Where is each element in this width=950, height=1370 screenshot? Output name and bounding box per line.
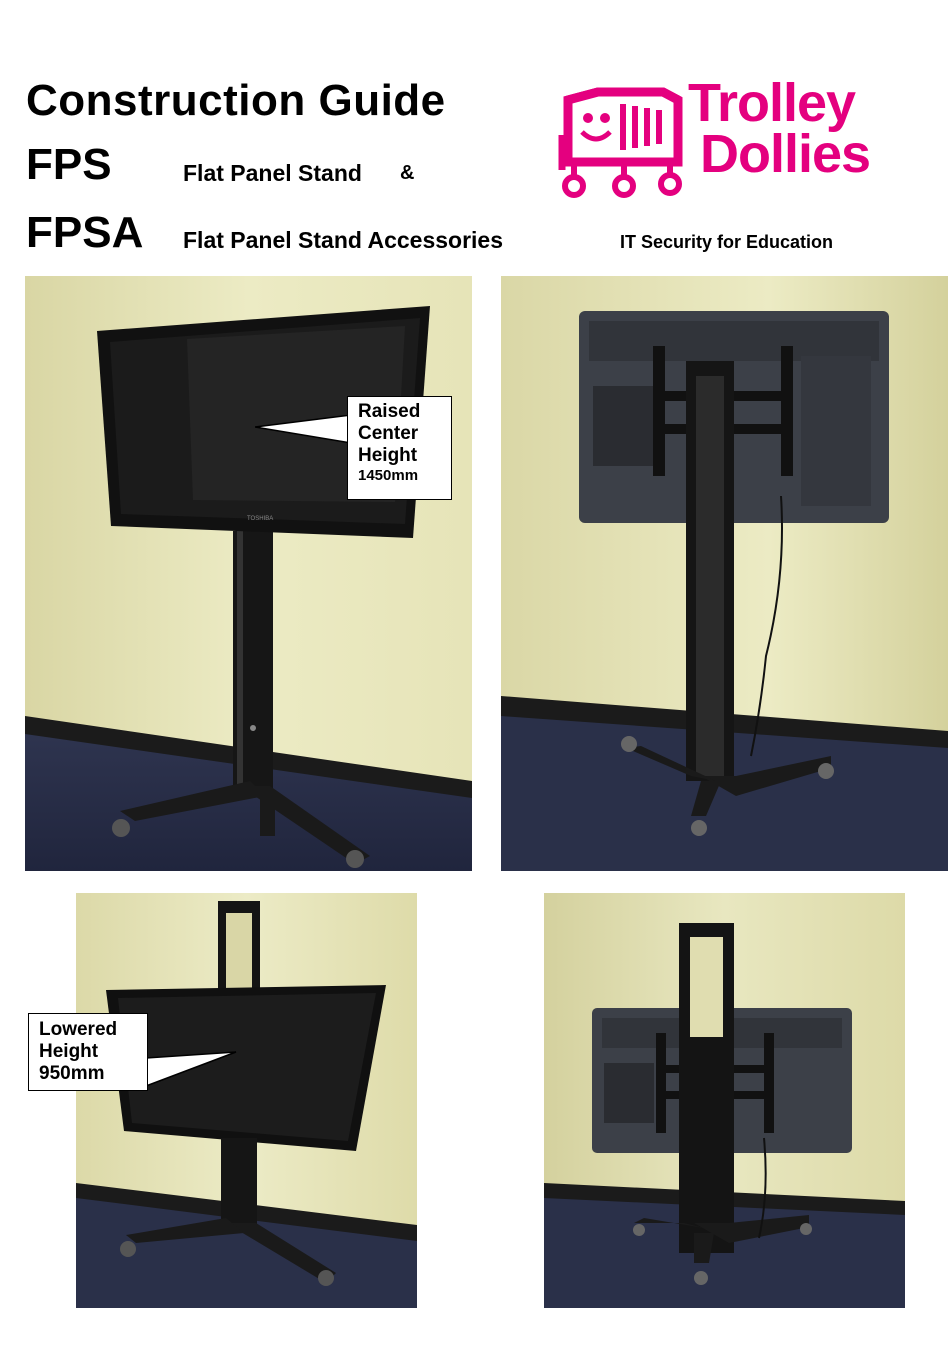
lowered-height-callout: Lowered Height 950mm (28, 1013, 148, 1091)
raised-line-3: Height (358, 444, 418, 466)
raised-line-1: Raised (358, 401, 421, 422)
logo-line-2: Dollies (700, 124, 871, 185)
fps-description: Flat Panel Stand (183, 160, 362, 186)
raised-pointer-icon (255, 415, 352, 444)
raised-value: 1450mm (358, 466, 419, 484)
logo-text: Trolley Dollies (688, 73, 871, 185)
fpsa-description: Flat Panel Stand Accessories (183, 227, 504, 253)
lowered-line-2: Height (39, 1040, 99, 1062)
fpsa-code: FPSA (26, 208, 144, 257)
rear-lowered-photo (544, 893, 905, 1308)
brand-tagline: IT Security for Education (620, 232, 834, 252)
page-title: Construction Guide (26, 76, 446, 125)
fps-code: FPS (26, 140, 112, 189)
lowered-line-1: Lowered (39, 1019, 118, 1040)
raised-line-2: Center (358, 422, 419, 444)
rear-raised-photo (501, 276, 948, 871)
ampersand: & (400, 162, 415, 184)
front-raised-photo: TOSHIBA (25, 276, 472, 871)
tv-brand-label: TOSHIBA (247, 516, 273, 522)
lowered-value: 950mm (39, 1062, 105, 1084)
front-lowered-photo (76, 893, 417, 1308)
logo-line-1: Trolley (688, 73, 856, 133)
lowered-pointer-icon (145, 1051, 237, 1088)
brand-logo (558, 80, 908, 205)
raised-height-callout: Raised Center Height 1450mm (347, 396, 452, 500)
trolley-dollies-logo-icon (558, 87, 683, 198)
